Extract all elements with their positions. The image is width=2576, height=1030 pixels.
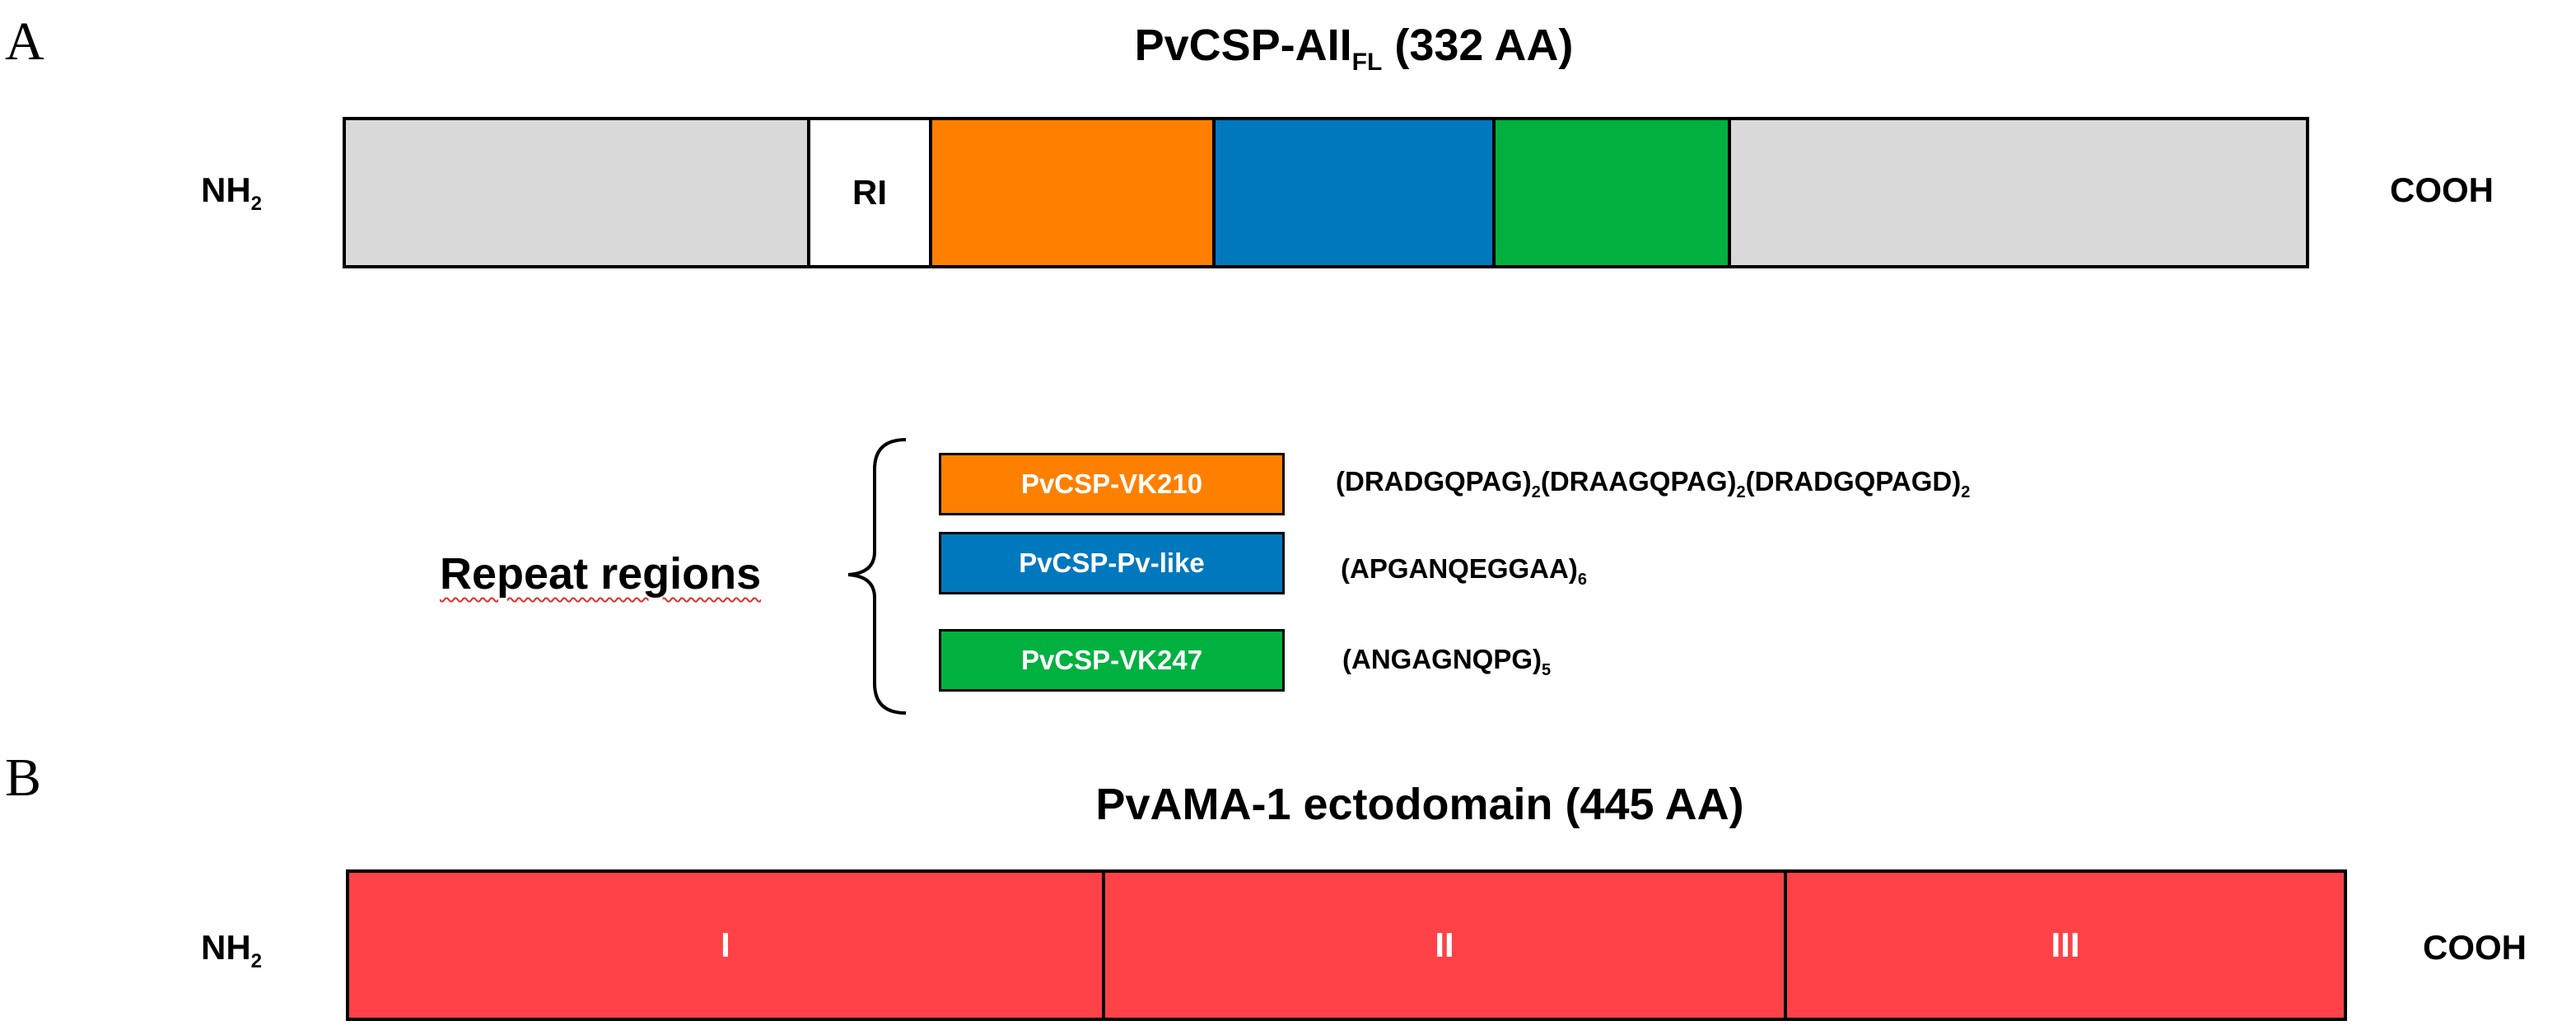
- pvama1-domain-iii: III: [1784, 873, 2344, 1018]
- domain-i-label: I: [721, 925, 730, 964]
- pv-like-motif: (APGANQEGGAA): [1341, 553, 1578, 584]
- pvcsp-vk247-repeat-segment: [1492, 120, 1728, 265]
- panel-a-n-terminus: NH2: [201, 170, 262, 214]
- pvcsp-protein-bar: RI: [343, 117, 2309, 268]
- vk210-motif-2: (DRAAGQPAG): [1540, 466, 1737, 496]
- panel-b-letter: B: [5, 748, 42, 808]
- legend-pv-like: PvCSP-Pv-like: [939, 532, 1285, 594]
- region-i-label: RI: [852, 173, 887, 212]
- repeat-regions-label: Repeat regions: [440, 552, 761, 596]
- pvcsp-vk210-repeat-segment: [929, 120, 1212, 265]
- legend-pv-like-label: PvCSP-Pv-like: [1019, 548, 1205, 578]
- pvcsp-pv-like-repeat-segment: [1212, 120, 1492, 265]
- pv-like-motif-count: 6: [1577, 571, 1587, 589]
- vk247-motif-count: 5: [1542, 661, 1552, 679]
- panel-b-n-terminus-text: NH: [201, 928, 251, 967]
- panel-a-title: PvCSP-AIIFL (332 AA): [1134, 21, 1574, 75]
- panel-b-n-terminus: NH2: [201, 928, 262, 972]
- pvama1-domain-ii: II: [1102, 873, 1784, 1018]
- pvcsp-region-i: RI: [807, 120, 929, 265]
- pvcsp-n-terminal-region: [346, 120, 807, 265]
- panel-a-title-suffix: (332 AA): [1382, 21, 1574, 70]
- panel-b-title: PvAMA-1 ectodomain (445 AA): [1095, 780, 1744, 829]
- panel-a-letter: A: [5, 12, 44, 72]
- curly-brace-icon: [847, 438, 907, 715]
- vk210-motif-1: (DRADGQPAG): [1336, 466, 1532, 496]
- panel-a-n-terminus-subscript: 2: [250, 193, 263, 215]
- vk210-motif-3: (DRADGQPAGD): [1745, 466, 1962, 496]
- panel-a-title-subscript: FL: [1351, 49, 1383, 76]
- panel-b-c-terminus: COOH: [2423, 928, 2527, 967]
- panel-a-c-terminus: COOH: [2390, 170, 2494, 209]
- domain-iii-label: III: [2051, 925, 2080, 964]
- vk210-motif-3-count: 2: [1961, 483, 1971, 501]
- panel-a-title-main: PvCSP-AII: [1134, 21, 1352, 70]
- legend-vk210-label: PvCSP-VK210: [1020, 468, 1203, 499]
- legend-vk210: PvCSP-VK210: [939, 453, 1285, 515]
- vk247-motif: (ANGAGNQPG): [1342, 644, 1542, 674]
- pvama1-protein-bar: I II III: [346, 869, 2347, 1021]
- pvcsp-c-terminal-region: [1728, 120, 2306, 265]
- vk210-motif-2-count: 2: [1736, 483, 1746, 501]
- domain-ii-label: II: [1435, 925, 1454, 964]
- legend-vk247-label: PvCSP-VK247: [1020, 645, 1203, 675]
- vk210-motif-1-count: 2: [1531, 483, 1541, 501]
- panel-a-n-terminus-text: NH: [201, 170, 251, 209]
- pvama1-domain-i: I: [349, 873, 1102, 1018]
- sequence-vk247: (ANGAGNQPG)5: [1342, 644, 1551, 678]
- sequence-pv-like: (APGANQEGGAA)6: [1341, 553, 1587, 588]
- legend-vk247: PvCSP-VK247: [939, 629, 1285, 692]
- sequence-vk210: (DRADGQPAG)2(DRAAGQPAG)2(DRADGQPAGD)2: [1336, 466, 1970, 501]
- panel-b-n-terminus-subscript: 2: [250, 950, 263, 972]
- repeat-regions-label-text: Repeat regions: [440, 549, 762, 599]
